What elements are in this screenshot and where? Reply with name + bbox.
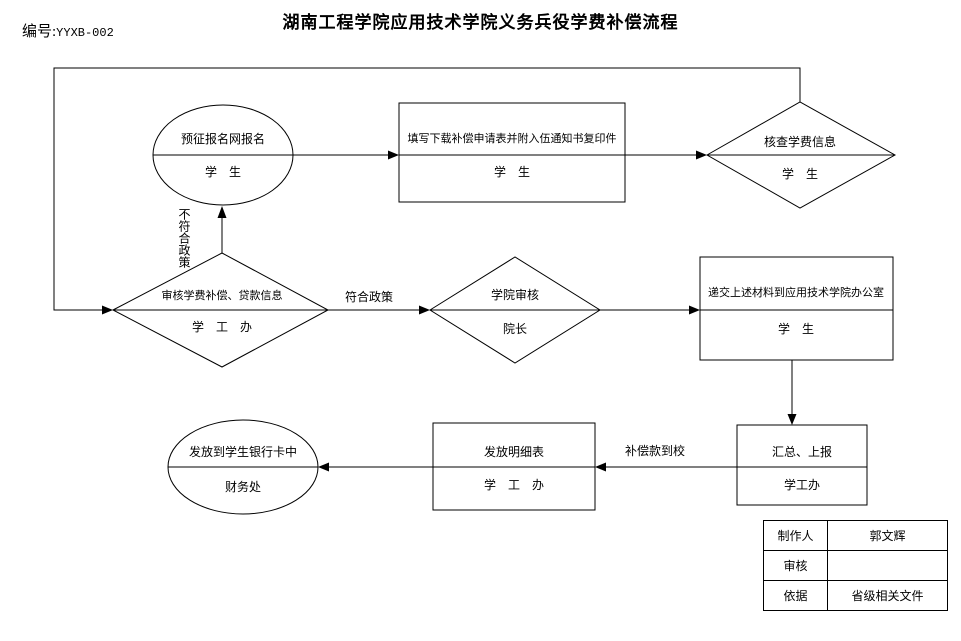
table-row: 审核	[763, 550, 948, 581]
arrowhead-into-finish	[318, 462, 329, 472]
node-review-compensation: 审核学费补偿、贷款信息 学 工 办	[111, 252, 330, 368]
summarize-report-rect	[736, 424, 868, 506]
arrowhead-into-fill-form	[388, 150, 399, 160]
document-code-value: YYXB-002	[56, 26, 114, 40]
credits-reviewer-value	[827, 550, 948, 581]
review-compensation-label: 审核学费补偿、贷款信息	[162, 288, 283, 302]
node-college-review: 学院审核 院长	[429, 256, 601, 364]
table-row: 制作人 郭文辉	[763, 520, 948, 551]
page-title: 湖南工程学院应用技术学院义务兵役学费补偿流程	[282, 13, 679, 32]
edge-label-match-policy: 符合政策	[345, 289, 393, 304]
node-fill-form: 填写下载补偿申请表并附入伍通知书复印件 学 生	[398, 102, 626, 203]
node-issue-detail: 发放明细表 学 工 办	[432, 422, 596, 511]
arrowhead-into-verify-tuition	[696, 150, 707, 160]
credits-maker-value: 郭文辉	[827, 520, 948, 551]
finish-role: 财务处	[225, 479, 261, 494]
finish-label: 发放到学生银行卡中	[189, 444, 297, 459]
verify-tuition-role: 学 生	[782, 166, 818, 181]
college-review-label: 学院审核	[491, 287, 539, 302]
arrowhead-into-summarize-report	[787, 414, 797, 425]
edge-label-not-match-policy: 不符合政策	[177, 208, 191, 268]
credits-reviewer-label: 审核	[763, 550, 828, 581]
fill-form-label: 填写下载补偿申请表并附入伍通知书复印件	[408, 131, 617, 145]
edge-verify-to-review	[53, 67, 801, 311]
edge-label-funds-arrive: 补偿款到校	[625, 443, 685, 458]
submit-materials-rect	[699, 256, 894, 361]
node-submit-materials: 递交上述材料到应用技术学院办公室 学 生	[699, 256, 894, 361]
review-compensation-role: 学 工 办	[192, 319, 252, 334]
credits-basis-value: 省级相关文件	[827, 580, 948, 611]
fill-form-rect	[398, 102, 626, 203]
node-summarize-report: 汇总、上报 学工办	[736, 424, 868, 506]
submit-materials-label: 递交上述材料到应用技术学院办公室	[708, 285, 884, 299]
summarize-report-role: 学工办	[784, 477, 820, 492]
credits-maker-label: 制作人	[763, 520, 828, 551]
credits-table: 制作人 郭文辉 审核 依据 省级相关文件	[763, 520, 948, 611]
credits-basis-label: 依据	[763, 580, 828, 611]
arrowhead-into-start	[217, 206, 227, 218]
document-code: 编号:YYXB-002	[22, 20, 114, 41]
summarize-report-label: 汇总、上报	[772, 444, 832, 459]
college-review-role: 院长	[503, 322, 527, 336]
start-label: 预征报名网报名	[181, 131, 265, 146]
arrowhead-into-issue-detail	[595, 462, 606, 472]
node-start: 预征报名网报名 学 生	[152, 104, 294, 206]
issue-detail-label: 发放明细表	[484, 444, 544, 459]
node-finish: 发放到学生银行卡中 财务处	[167, 419, 319, 515]
document-code-label: 编号:	[22, 24, 57, 40]
arrowhead-into-submit-materials	[689, 305, 700, 315]
fill-form-role: 学 生	[494, 164, 530, 179]
node-verify-tuition: 核查学费信息 学 生	[705, 101, 897, 209]
arrowhead-into-college-review	[419, 305, 430, 315]
issue-detail-role: 学 工 办	[484, 477, 544, 492]
verify-tuition-label: 核查学费信息	[764, 134, 836, 149]
submit-materials-role: 学 生	[778, 321, 814, 336]
arrowhead-into-review-compensation	[102, 305, 113, 315]
table-row: 依据 省级相关文件	[763, 580, 948, 611]
start-role: 学 生	[205, 164, 241, 179]
